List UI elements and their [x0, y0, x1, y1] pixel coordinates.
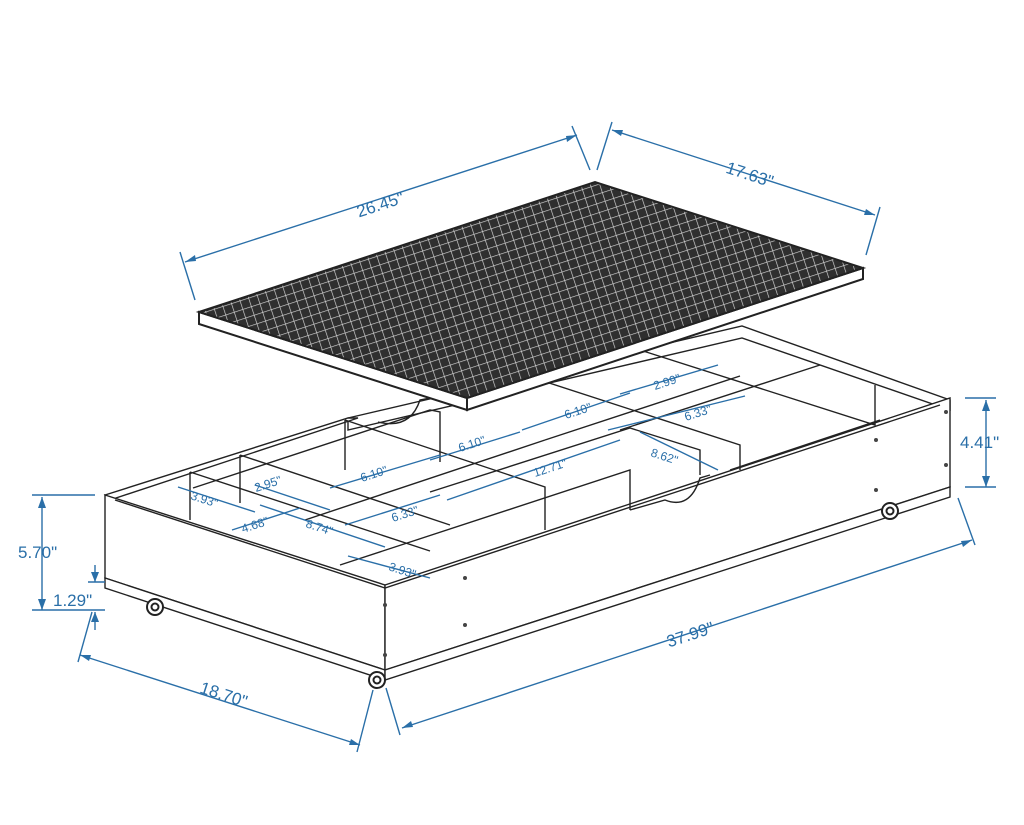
drawer-body	[103, 325, 951, 689]
label-compartment: 6.10"	[359, 463, 390, 485]
divider-long-6	[639, 349, 876, 426]
label-wheel-height: 1.29"	[53, 591, 92, 610]
label-compartment: 3.93"	[387, 560, 418, 582]
caster-wheel-front	[368, 671, 386, 689]
divider-long-2	[239, 454, 451, 526]
label-total-height: 5.70"	[18, 543, 57, 562]
label-length: 37.99"	[664, 618, 716, 651]
caster-wheel-right	[881, 502, 899, 520]
label-lid-length: 26.45"	[354, 188, 406, 221]
screw-hole	[383, 603, 387, 607]
divider-long-5	[539, 379, 741, 470]
label-compartment: 8.74"	[304, 517, 335, 539]
caster-wheel-left	[146, 598, 164, 616]
label-inner-height: 4.41"	[960, 433, 999, 452]
screw-hole	[383, 653, 387, 657]
screw-hole	[944, 410, 948, 414]
label-compartment: 6.33"	[683, 402, 714, 424]
top-rim	[103, 417, 359, 501]
label-lid-width: 17.63"	[724, 158, 776, 191]
screw-hole	[944, 463, 948, 467]
label-compartment: 4.68"	[240, 514, 271, 536]
label-compartment: 12.71"	[532, 456, 569, 480]
label-compartment: 3.93"	[189, 489, 220, 511]
cross-divider-4	[544, 375, 741, 441]
divider-long-3	[344, 419, 546, 530]
label-compartment: 2.99"	[652, 371, 683, 393]
cross-divider-3	[339, 469, 631, 566]
screw-hole	[874, 488, 878, 492]
label-compartment: 6.10"	[457, 433, 488, 455]
dimension-lines	[32, 121, 996, 753]
cross-divider-2	[304, 439, 546, 521]
grid-lid	[195, 180, 867, 412]
divider-long-4	[429, 427, 701, 493]
screw-hole	[463, 623, 467, 627]
handle-cutout-back	[377, 397, 431, 425]
handle-cutout-front	[629, 474, 711, 511]
divider-long-1	[189, 471, 431, 552]
screw-hole	[463, 576, 467, 580]
label-compartment: 2.95"	[253, 473, 284, 495]
cross-divider-6	[729, 419, 881, 471]
cross-divider-1	[192, 409, 441, 489]
label-compartment: 6.10"	[563, 400, 594, 422]
screw-hole	[874, 438, 878, 442]
label-depth: 18.70"	[198, 678, 250, 711]
